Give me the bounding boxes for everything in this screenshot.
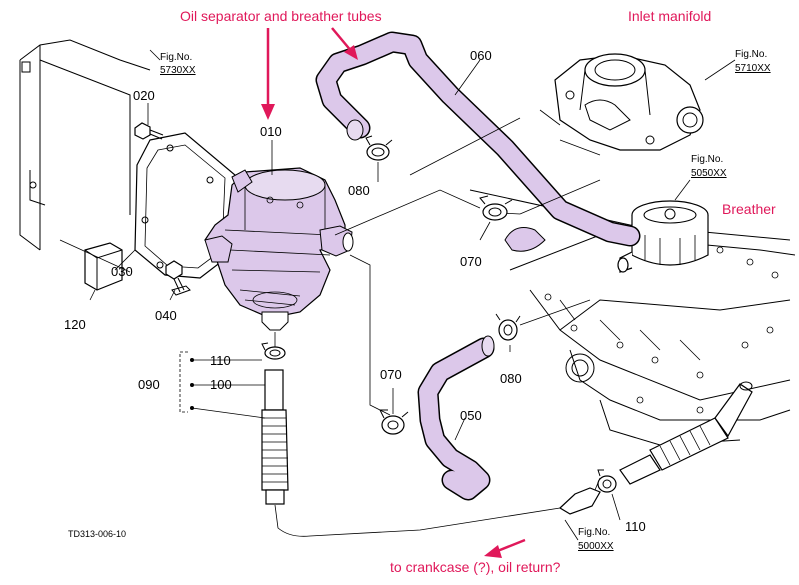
annotation-oil-separator: Oil separator and breather tubes [180, 8, 382, 24]
clamp-110-top [261, 342, 286, 360]
clamp-070-top [479, 195, 513, 221]
fig-ref-label: Fig.No. [735, 49, 767, 60]
annotation-inlet-manifold: Inlet manifold [628, 8, 711, 24]
part-number-050: 050 [460, 408, 482, 423]
part-number-080-top: 080 [348, 183, 370, 198]
fig-ref-label: Fig.No. [160, 52, 192, 63]
left-frame-bracket [19, 39, 151, 251]
clamp-080-top [365, 135, 393, 161]
engine-block [469, 189, 796, 446]
part-number-120: 120 [64, 317, 86, 332]
drain-hose-100 [261, 369, 289, 505]
annotation-breather: Breather [722, 201, 776, 217]
fig-ref-number: 5730XX [160, 65, 196, 76]
fig-ref-number: 5050XX [691, 168, 727, 179]
drawing-code: TD313-006-10 [68, 529, 126, 539]
part-number-070-bottom: 070 [380, 367, 402, 382]
fig-ref-5000: Fig.No. 5000XX [578, 527, 614, 552]
oil-separator [204, 167, 354, 331]
fig-ref-5710: Fig.No. 5710XX [735, 49, 771, 74]
part-number-100: 100 [210, 377, 232, 392]
clamp-110-bottom [597, 469, 617, 493]
part-number-090: 090 [138, 377, 160, 392]
annotation-arrows [261, 27, 526, 558]
annotation-crankcase: to crankcase (?), oil return? [390, 559, 561, 575]
part-number-060: 060 [470, 48, 492, 63]
part-number-010: 010 [260, 124, 282, 139]
inlet-manifold [539, 53, 704, 156]
fig-ref-label: Fig.No. [691, 154, 723, 165]
part-number-110-bottom: 110 [625, 519, 646, 534]
clamp-070-bottom [379, 409, 409, 435]
breather-tube-060 [315, 31, 641, 252]
clamp-080-bottom [495, 313, 521, 341]
part-number-070-top: 070 [460, 254, 482, 269]
part-number-110-top: 110 [210, 353, 231, 368]
fig-ref-5730: Fig.No. 5730XX [160, 52, 196, 76]
bracket-090 [179, 351, 266, 419]
breather-unit [617, 200, 709, 273]
part-leaders [89, 49, 736, 541]
part-number-080-bottom: 080 [500, 371, 522, 386]
fig-ref-number: 5710XX [735, 63, 771, 74]
part-number-040: 040 [155, 308, 177, 323]
part-number-030: 030 [111, 264, 133, 279]
bolt-040 [165, 260, 191, 296]
fig-ref-number: 5000XX [578, 541, 614, 552]
return-hose-lower [559, 381, 753, 515]
bolt-020 [134, 122, 164, 140]
fig-ref-label: Fig.No. [578, 527, 610, 538]
rubber-block [84, 242, 123, 291]
part-number-020: 020 [133, 88, 155, 103]
breather-tube-050 [417, 335, 495, 501]
fig-ref-5050: Fig.No. 5050XX [691, 154, 727, 179]
